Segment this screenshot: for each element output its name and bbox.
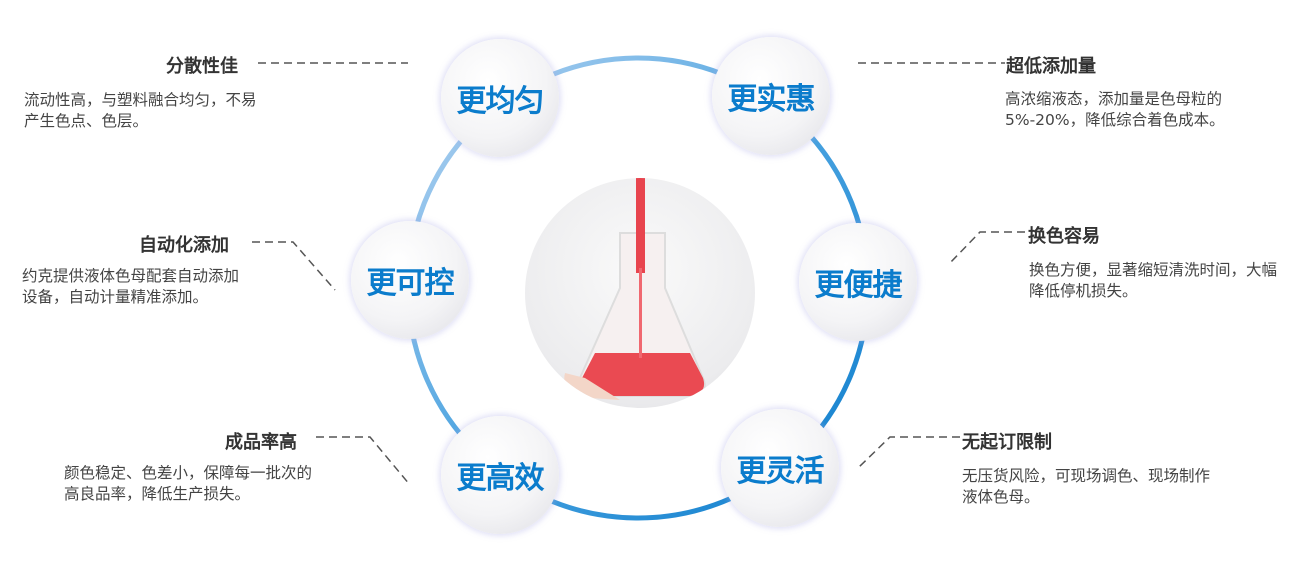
badge-label: 更可控 [366,266,455,301]
feature-title: 换色容易 [1028,226,1100,247]
badge-more-flexible: 更灵活 [721,409,839,527]
badge-more-convenient: 更便捷 [799,223,917,341]
connector-line [947,231,1025,266]
connector-line [252,241,336,291]
badge-more-economical: 更实惠 [712,37,830,155]
feature-desc: 约克提供液体色母配套自动添加设备，自动计量精准添加。 [22,267,240,306]
badge-label: 更均匀 [456,84,545,119]
badge-label: 更灵活 [736,454,825,489]
connector-line [857,436,960,469]
badge-more-controllable: 更可控 [351,221,469,339]
feature-title: 分散性佳 [166,56,238,77]
badge-label: 更便捷 [814,268,903,303]
badge-label: 更实惠 [727,82,816,117]
feature-title: 成品率高 [225,432,297,453]
badge-label: 更高效 [456,461,545,496]
feature-desc: 换色方便，显著缩短清洗时间，大幅降低停机损失。 [1029,261,1278,300]
feature-desc: 流动性高，与塑料融合均匀，不易产生色点、色层。 [24,91,257,130]
feature-desc: 颜色稳定、色差小，保障每一批次的高良品率，降低生产损失。 [64,464,313,503]
connector-line [316,436,411,486]
feature-desc: 高浓缩液态，添加量是色母粒的5%-20%，降低综合着色成本。 [1005,90,1225,129]
product-photo [525,178,755,408]
badge-more-efficient: 更高效 [441,416,559,534]
badge-more-uniform: 更均匀 [441,39,559,157]
feature-title: 无起订限制 [962,432,1052,453]
feature-title: 自动化添加 [139,235,229,256]
flask-image [564,178,706,400]
feature-desc: 无压货风险，可现场调色、现场制作液体色母。 [962,467,1211,506]
feature-title: 超低添加量 [1006,56,1096,77]
